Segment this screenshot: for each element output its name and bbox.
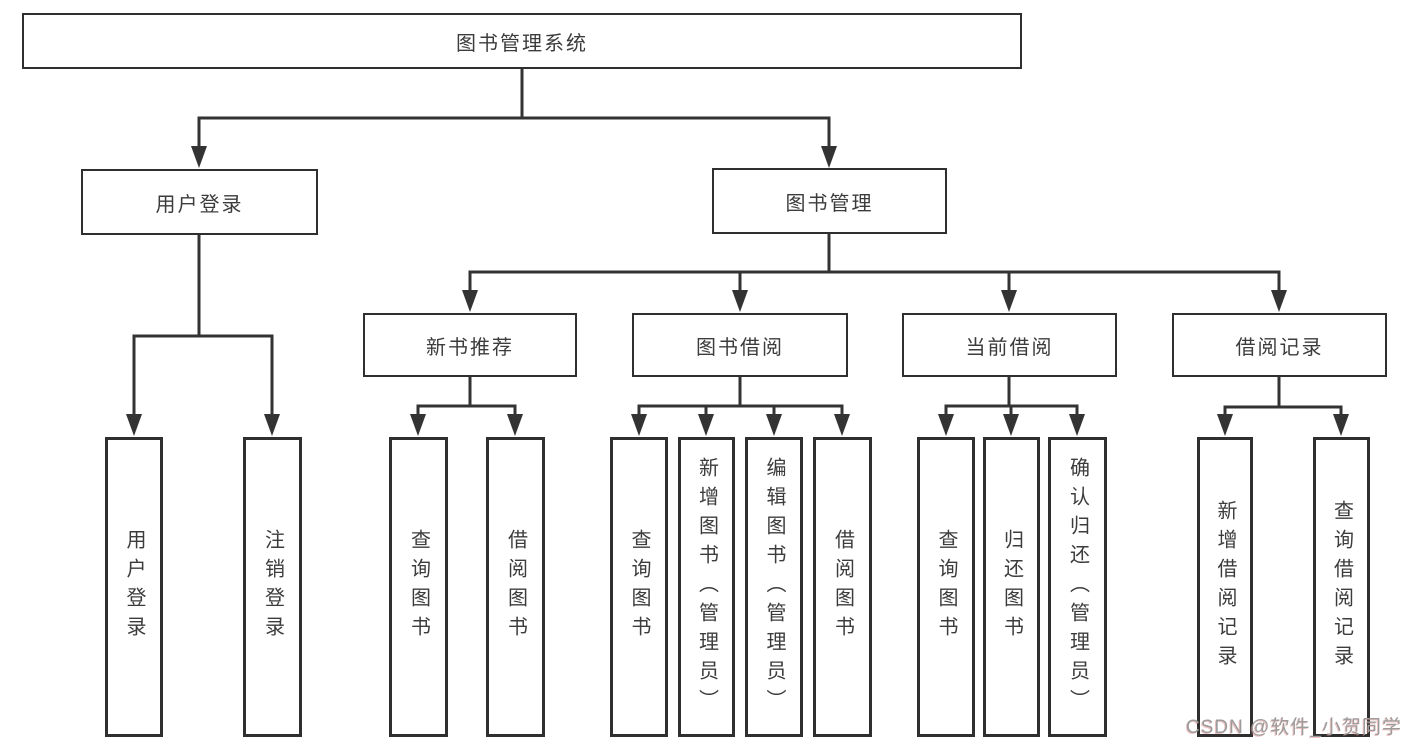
leaf-bb-add-books-admin-label: 新增图书（管理员） — [695, 456, 718, 718]
node-borrowing-records: 借阅记录 — [1172, 313, 1387, 377]
leaf-user-login: 用户登录 — [105, 437, 163, 737]
leaf-bb-edit-books-admin-label: 编辑图书（管理员） — [763, 456, 785, 718]
leaf-logout-label: 注销登录 — [261, 529, 284, 645]
leaf-bb-query-books-label: 查询图书 — [628, 529, 650, 645]
node-book-management: 图书管理 — [712, 168, 947, 234]
leaf-br-add-record-label: 新增借阅记录 — [1214, 500, 1236, 674]
leaf-cb-confirm-return-admin-label: 确认归还（管理员） — [1066, 456, 1089, 718]
leaf-cb-query-books: 查询图书 — [917, 437, 975, 737]
leaf-logout: 注销登录 — [243, 437, 302, 737]
leaf-cb-return-books: 归还图书 — [983, 437, 1040, 737]
leaf-br-query-record: 查询借阅记录 — [1313, 437, 1370, 737]
leaf-cb-return-books-label: 归还图书 — [1000, 529, 1023, 645]
connector-bookborrow-to-leaves — [637, 377, 844, 416]
leaf-bb-borrow-books-label: 借阅图书 — [831, 529, 854, 645]
connector-borrowrecord-to-leaves — [1223, 377, 1343, 416]
node-library-system: 图书管理系统 — [22, 13, 1022, 69]
leaf-nbr-query-books-label: 查询图书 — [407, 529, 430, 645]
leaf-bb-edit-books-admin: 编辑图书（管理员） — [745, 437, 803, 737]
connector-newbookrec-to-leaves — [416, 377, 517, 416]
leaf-user-login-label: 用户登录 — [123, 529, 145, 645]
arrowheads — [126, 146, 1349, 436]
leaf-nbr-borrow-books: 借阅图书 — [486, 437, 545, 737]
connector-bookmgmt-to-level3 — [468, 234, 1281, 292]
node-current-borrowing: 当前借阅 — [902, 313, 1117, 377]
leaf-nbr-query-books: 查询图书 — [389, 437, 448, 737]
leaf-cb-confirm-return-admin: 确认归还（管理员） — [1048, 437, 1107, 737]
node-user-login: 用户登录 — [81, 169, 318, 235]
connector-userlogin-to-leaves — [132, 235, 274, 416]
connector-currentborrow-to-leaves — [944, 377, 1079, 416]
leaf-bb-query-books: 查询图书 — [610, 437, 668, 737]
leaf-bb-borrow-books: 借阅图书 — [813, 437, 872, 737]
leaf-br-add-record: 新增借阅记录 — [1197, 437, 1253, 737]
node-book-borrowing: 图书借阅 — [632, 313, 848, 377]
leaf-cb-query-books-label: 查询图书 — [935, 529, 957, 645]
connector-root-to-level2 — [197, 69, 831, 148]
csdn-watermark: CSDN @软件_小贺同学 — [1186, 717, 1402, 738]
node-new-book-recommend: 新书推荐 — [363, 313, 577, 377]
leaf-bb-add-books-admin: 新增图书（管理员） — [678, 437, 735, 737]
leaf-nbr-borrow-books-label: 借阅图书 — [504, 529, 527, 645]
leaf-br-query-record-label: 查询借阅记录 — [1330, 500, 1353, 674]
